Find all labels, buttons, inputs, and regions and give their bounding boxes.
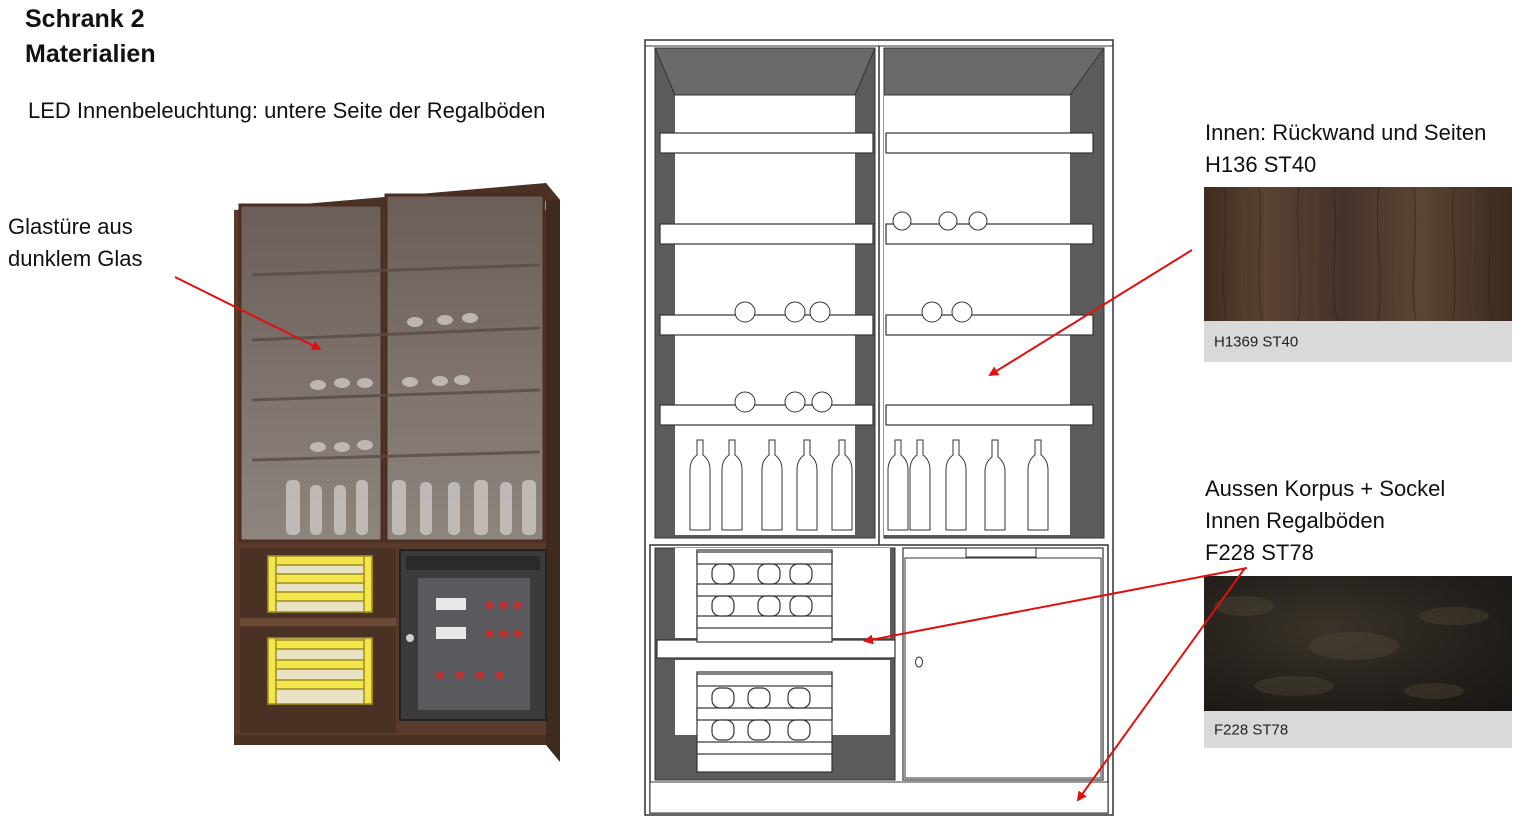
- arrow-outer-shelf: [863, 567, 1248, 645]
- swatch-h1369-caption: H1369 ST40: [1214, 333, 1299, 350]
- outer-material-line1: Aussen Korpus + Sockel: [1205, 476, 1446, 501]
- glass-note-line1: Glastüre aus: [8, 214, 133, 239]
- swatch-f228-caption: F228 ST78: [1214, 721, 1289, 738]
- stone-texture: [1204, 576, 1512, 711]
- lower-shelf: [656, 639, 896, 659]
- fridge-handle: [406, 634, 414, 642]
- arrow-inner: [988, 249, 1193, 377]
- lying-bottles: [734, 211, 988, 413]
- cabinet-side-panel: [546, 183, 560, 762]
- fridge-display: [965, 547, 1037, 558]
- glass-door-right: [384, 193, 546, 543]
- fridge-panel: [406, 556, 540, 570]
- crate-front-upper: [696, 549, 833, 643]
- swatch-h1369: H1369 ST40: [1204, 187, 1512, 362]
- fridge-glass: [418, 578, 530, 710]
- outer-material-line2: Innen Regalböden: [1205, 508, 1385, 533]
- front-plinth: [649, 781, 1109, 814]
- swatch-f228: F228 ST78: [1204, 576, 1512, 748]
- led-note: LED Innenbeleuchtung: untere Seite der R…: [28, 98, 546, 123]
- arrow-outer-plinth: [1076, 567, 1246, 802]
- arrow-glass: [174, 276, 322, 350]
- inner-material-line1: Innen: Rückwand und Seiten: [1205, 120, 1487, 145]
- glass-note-line2: dunklem Glas: [8, 246, 143, 271]
- cabinet-plinth: [234, 735, 546, 745]
- fridge-front-handle: [915, 656, 923, 668]
- cabinet-3d-view: [234, 183, 560, 762]
- crate-lower: [267, 637, 373, 705]
- crate-front-lower: [696, 671, 833, 773]
- cabinet-front-view: [644, 39, 1114, 816]
- ghost-bottles: [286, 313, 536, 535]
- fridge-bottles: [436, 601, 522, 679]
- fridge-bottle-label-2: [436, 627, 466, 639]
- standing-bottles: [689, 439, 1049, 531]
- fridge-bottle-label: [436, 598, 466, 610]
- inner-material-code: H136 ST40: [1205, 152, 1317, 177]
- annotation-arrows: [174, 249, 1248, 802]
- title-schrank: Schrank 2: [25, 5, 145, 33]
- crate-upper: [267, 555, 373, 613]
- front-shelves: [659, 132, 1094, 426]
- wood-texture: [1204, 187, 1512, 321]
- title-materialien: Materialien: [25, 40, 156, 68]
- outer-material-code: F228 ST78: [1205, 540, 1314, 565]
- compartment-shelf: [240, 618, 396, 626]
